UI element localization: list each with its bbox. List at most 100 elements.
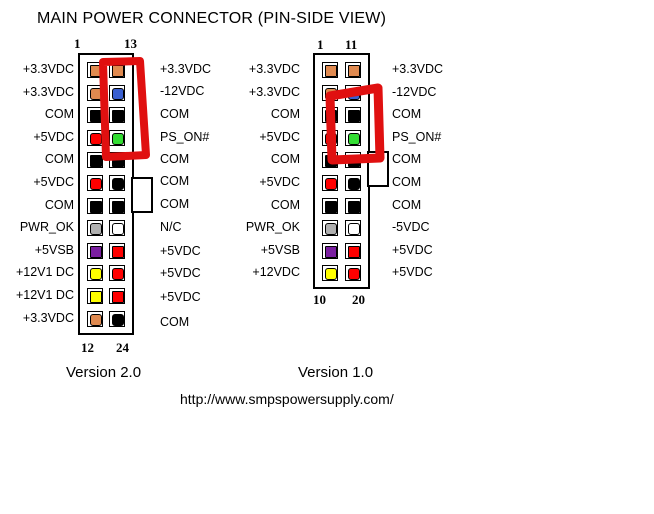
v2-pin-left-10 [87, 265, 103, 282]
v1-right-label-7: COM [392, 197, 422, 212]
v2-pin-left-7 [87, 197, 103, 214]
v1-pin-left-6-wire-color [325, 178, 337, 190]
v2-pin-left-9 [87, 242, 103, 259]
v2-pin-12-number: 12 [81, 340, 94, 355]
v2-pin-right-2 [109, 84, 125, 101]
v1-pin-left-9 [322, 242, 338, 259]
v2-right-label-8: N/C [160, 220, 182, 235]
v2-right-label-2: -12VDC [160, 83, 205, 98]
v2-pin-right-12-wire-color [112, 313, 124, 326]
v1-right-label-6: COM [392, 175, 422, 189]
v1-left-label-5: COM [270, 152, 300, 167]
v1-pin-right-7-wire-color [348, 200, 360, 213]
v1-pin-right-6 [345, 175, 361, 191]
v1-left-label-10: +12VDC [252, 265, 300, 280]
v2-pin-left-9-wire-color [90, 245, 102, 258]
v1-left-label-3: COM [270, 107, 300, 122]
v2-pin-1-number: 1 [74, 36, 81, 51]
v2-pin-right-4 [109, 129, 125, 146]
v2-pin-right-7 [109, 197, 125, 214]
v1-pin-right-3-wire-color [348, 110, 360, 123]
v1-right-label-4: PS_ON# [392, 129, 442, 144]
v1-pin-left-9-wire-color [325, 245, 337, 258]
v2-pin-left-6-wire-color [90, 178, 102, 190]
v1-pin-right-1-wire-color [348, 65, 360, 77]
v1-pin-right-4-wire-color [348, 132, 360, 145]
diagram-title: MAIN POWER CONNECTOR (PIN-SIDE VIEW) [37, 10, 387, 27]
v2-pin-left-11 [87, 288, 103, 304]
v2-left-label-8: PWR_OK [19, 220, 74, 235]
v2-left-label-4: +5VDC [33, 129, 74, 144]
v2-pin-right-7-wire-color [112, 200, 124, 213]
v1-left-label-6: +5VDC [259, 175, 300, 189]
v2-right-label-4: PS_ON# [160, 129, 210, 144]
v2-pin-right-3 [109, 107, 125, 124]
v1-pin-right-8 [345, 220, 361, 237]
v1-pin-right-6-wire-color [348, 178, 360, 190]
v2-pin-right-10-wire-color [112, 268, 124, 281]
v1-pin-right-10-wire-color [348, 268, 360, 281]
v1-pin-right-8-wire-color [348, 223, 360, 236]
v2-pin-left-6 [87, 175, 103, 191]
source-url: http://www.smpspowersupply.com/ [180, 391, 394, 407]
v2-right-label-7: COM [160, 196, 190, 211]
v2-pin-right-3-wire-color [112, 110, 124, 123]
v1-pin-right-9-wire-color [348, 245, 360, 258]
v1-pin-right-10 [345, 265, 361, 282]
v1-left-label-4: +5VDC [259, 129, 300, 144]
v1-pin-right-1 [345, 62, 361, 78]
v1-right-label-10: +5VDC [392, 265, 433, 280]
v2-pin-left-5 [87, 152, 103, 169]
v1-pin-11-number: 11 [345, 37, 358, 52]
v2-pin-right-10 [109, 265, 125, 282]
v1-left-label-2: +3.3VDC [248, 84, 300, 99]
v2-right-label-3: COM [160, 107, 190, 122]
v2-left-label-6: +5VDC [33, 175, 74, 189]
v2-connector-body [78, 53, 134, 335]
v1-left-label-9: +5VSB [260, 242, 300, 257]
v2-pin-left-7-wire-color [90, 200, 102, 213]
v2-right-label-12: COM [160, 314, 190, 329]
v2-left-label-10: +12V1 DC [15, 265, 74, 280]
v2-pin-left-2 [87, 84, 103, 101]
v2-right-label-1: +3.3VDC [160, 62, 212, 76]
v2-right-label-10: +5VDC [160, 266, 201, 281]
v2-left-label-7: COM [44, 197, 74, 212]
v1-pin-right-9 [345, 242, 361, 259]
v1-caption: Version 1.0 [298, 364, 374, 381]
v1-pin-left-7 [322, 197, 338, 214]
v1-pin-left-10 [322, 265, 338, 282]
v1-pin-left-7-wire-color [325, 200, 337, 213]
v1-pin-left-8-wire-color [325, 223, 337, 236]
v1-ps-on-highlight-mark [325, 83, 385, 165]
v2-pin-left-11-wire-color [90, 291, 102, 303]
v1-right-label-5: COM [392, 152, 422, 167]
v1-right-label-2: -12VDC [392, 84, 437, 99]
v1-pin-left-6 [322, 175, 338, 191]
v1-pin-right-7 [345, 197, 361, 214]
v1-right-label-1: +3.3VDC [392, 62, 444, 76]
v2-right-label-9: +5VDC [160, 243, 201, 258]
v2-pin-right-9 [109, 242, 125, 259]
v1-left-label-8: PWR_OK [245, 220, 300, 235]
v1-left-label-1: +3.3VDC [248, 62, 300, 76]
v2-pin-right-11-wire-color [112, 291, 124, 303]
v1-pin-1-number: 1 [317, 37, 324, 52]
v2-pin-right-6 [109, 175, 125, 191]
v2-left-label-3: COM [44, 107, 74, 122]
v2-right-label-5: COM [160, 152, 190, 167]
v2-pin-right-8-wire-color [112, 223, 124, 236]
v1-pin-left-10-wire-color [325, 268, 337, 281]
v2-connector-latch [131, 177, 153, 213]
v2-pin-left-4 [87, 129, 103, 146]
v2-left-label-11: +12V1 DC [15, 288, 74, 302]
v2-pin-13-number: 13 [124, 36, 137, 51]
v2-pin-24-number: 24 [116, 340, 129, 355]
v2-pin-left-5-wire-color [90, 155, 102, 168]
v2-right-label-11: +5VDC [160, 290, 201, 304]
v2-right-label-6: COM [160, 174, 190, 188]
v2-left-label-5: COM [44, 152, 74, 167]
v1-right-label-3: COM [392, 107, 422, 122]
v1-pin-right-3 [345, 107, 361, 124]
